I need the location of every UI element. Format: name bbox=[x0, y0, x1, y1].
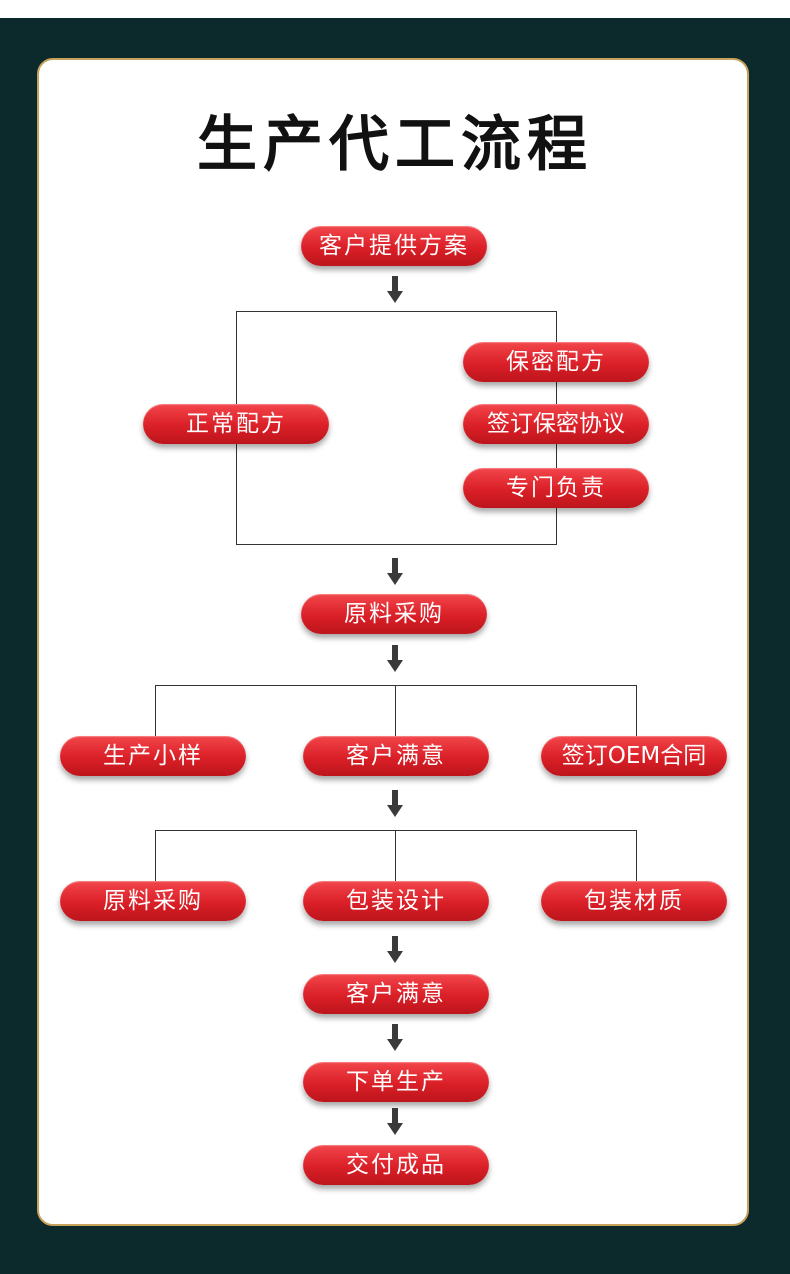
connector-line bbox=[636, 830, 637, 882]
arrow-down-icon bbox=[387, 558, 403, 586]
connector-line bbox=[395, 830, 396, 882]
connector-line bbox=[236, 311, 557, 312]
arrow-down-icon bbox=[387, 936, 403, 964]
node-order-production: 下单生产 bbox=[303, 1062, 489, 1102]
connector-line bbox=[155, 830, 156, 882]
node-secret-formula: 保密配方 bbox=[463, 342, 649, 382]
node-pack-design: 包装设计 bbox=[303, 881, 489, 921]
node-satisfied: 客户满意 bbox=[303, 736, 489, 776]
connector-line bbox=[395, 685, 396, 737]
node-deliver: 交付成品 bbox=[303, 1145, 489, 1185]
connector-line bbox=[155, 830, 637, 831]
node-sign-oem: 签订OEM合同 bbox=[541, 736, 727, 776]
node-normal-formula: 正常配方 bbox=[143, 404, 329, 444]
arrow-down-icon bbox=[387, 276, 403, 304]
arrow-down-icon bbox=[387, 1024, 403, 1052]
arrow-down-icon bbox=[387, 790, 403, 818]
connector-line bbox=[155, 685, 637, 686]
node-raw-purchase: 原料采购 bbox=[301, 594, 487, 634]
arrow-down-icon bbox=[387, 1108, 403, 1136]
node-sign-nda: 签订保密协议 bbox=[463, 404, 649, 444]
connector-line bbox=[636, 685, 637, 737]
node-dedicated: 专门负责 bbox=[463, 468, 649, 508]
node-satisfied: 客户满意 bbox=[303, 974, 489, 1014]
node-client-plan: 客户提供方案 bbox=[301, 226, 487, 266]
node-raw-purchase: 原料采购 bbox=[60, 881, 246, 921]
arrow-down-icon bbox=[387, 645, 403, 673]
page-title: 生产代工流程 bbox=[197, 110, 593, 180]
connector-line bbox=[236, 544, 557, 545]
connector-line bbox=[155, 685, 156, 737]
node-pack-material: 包装材质 bbox=[541, 881, 727, 921]
node-sample: 生产小样 bbox=[60, 736, 246, 776]
